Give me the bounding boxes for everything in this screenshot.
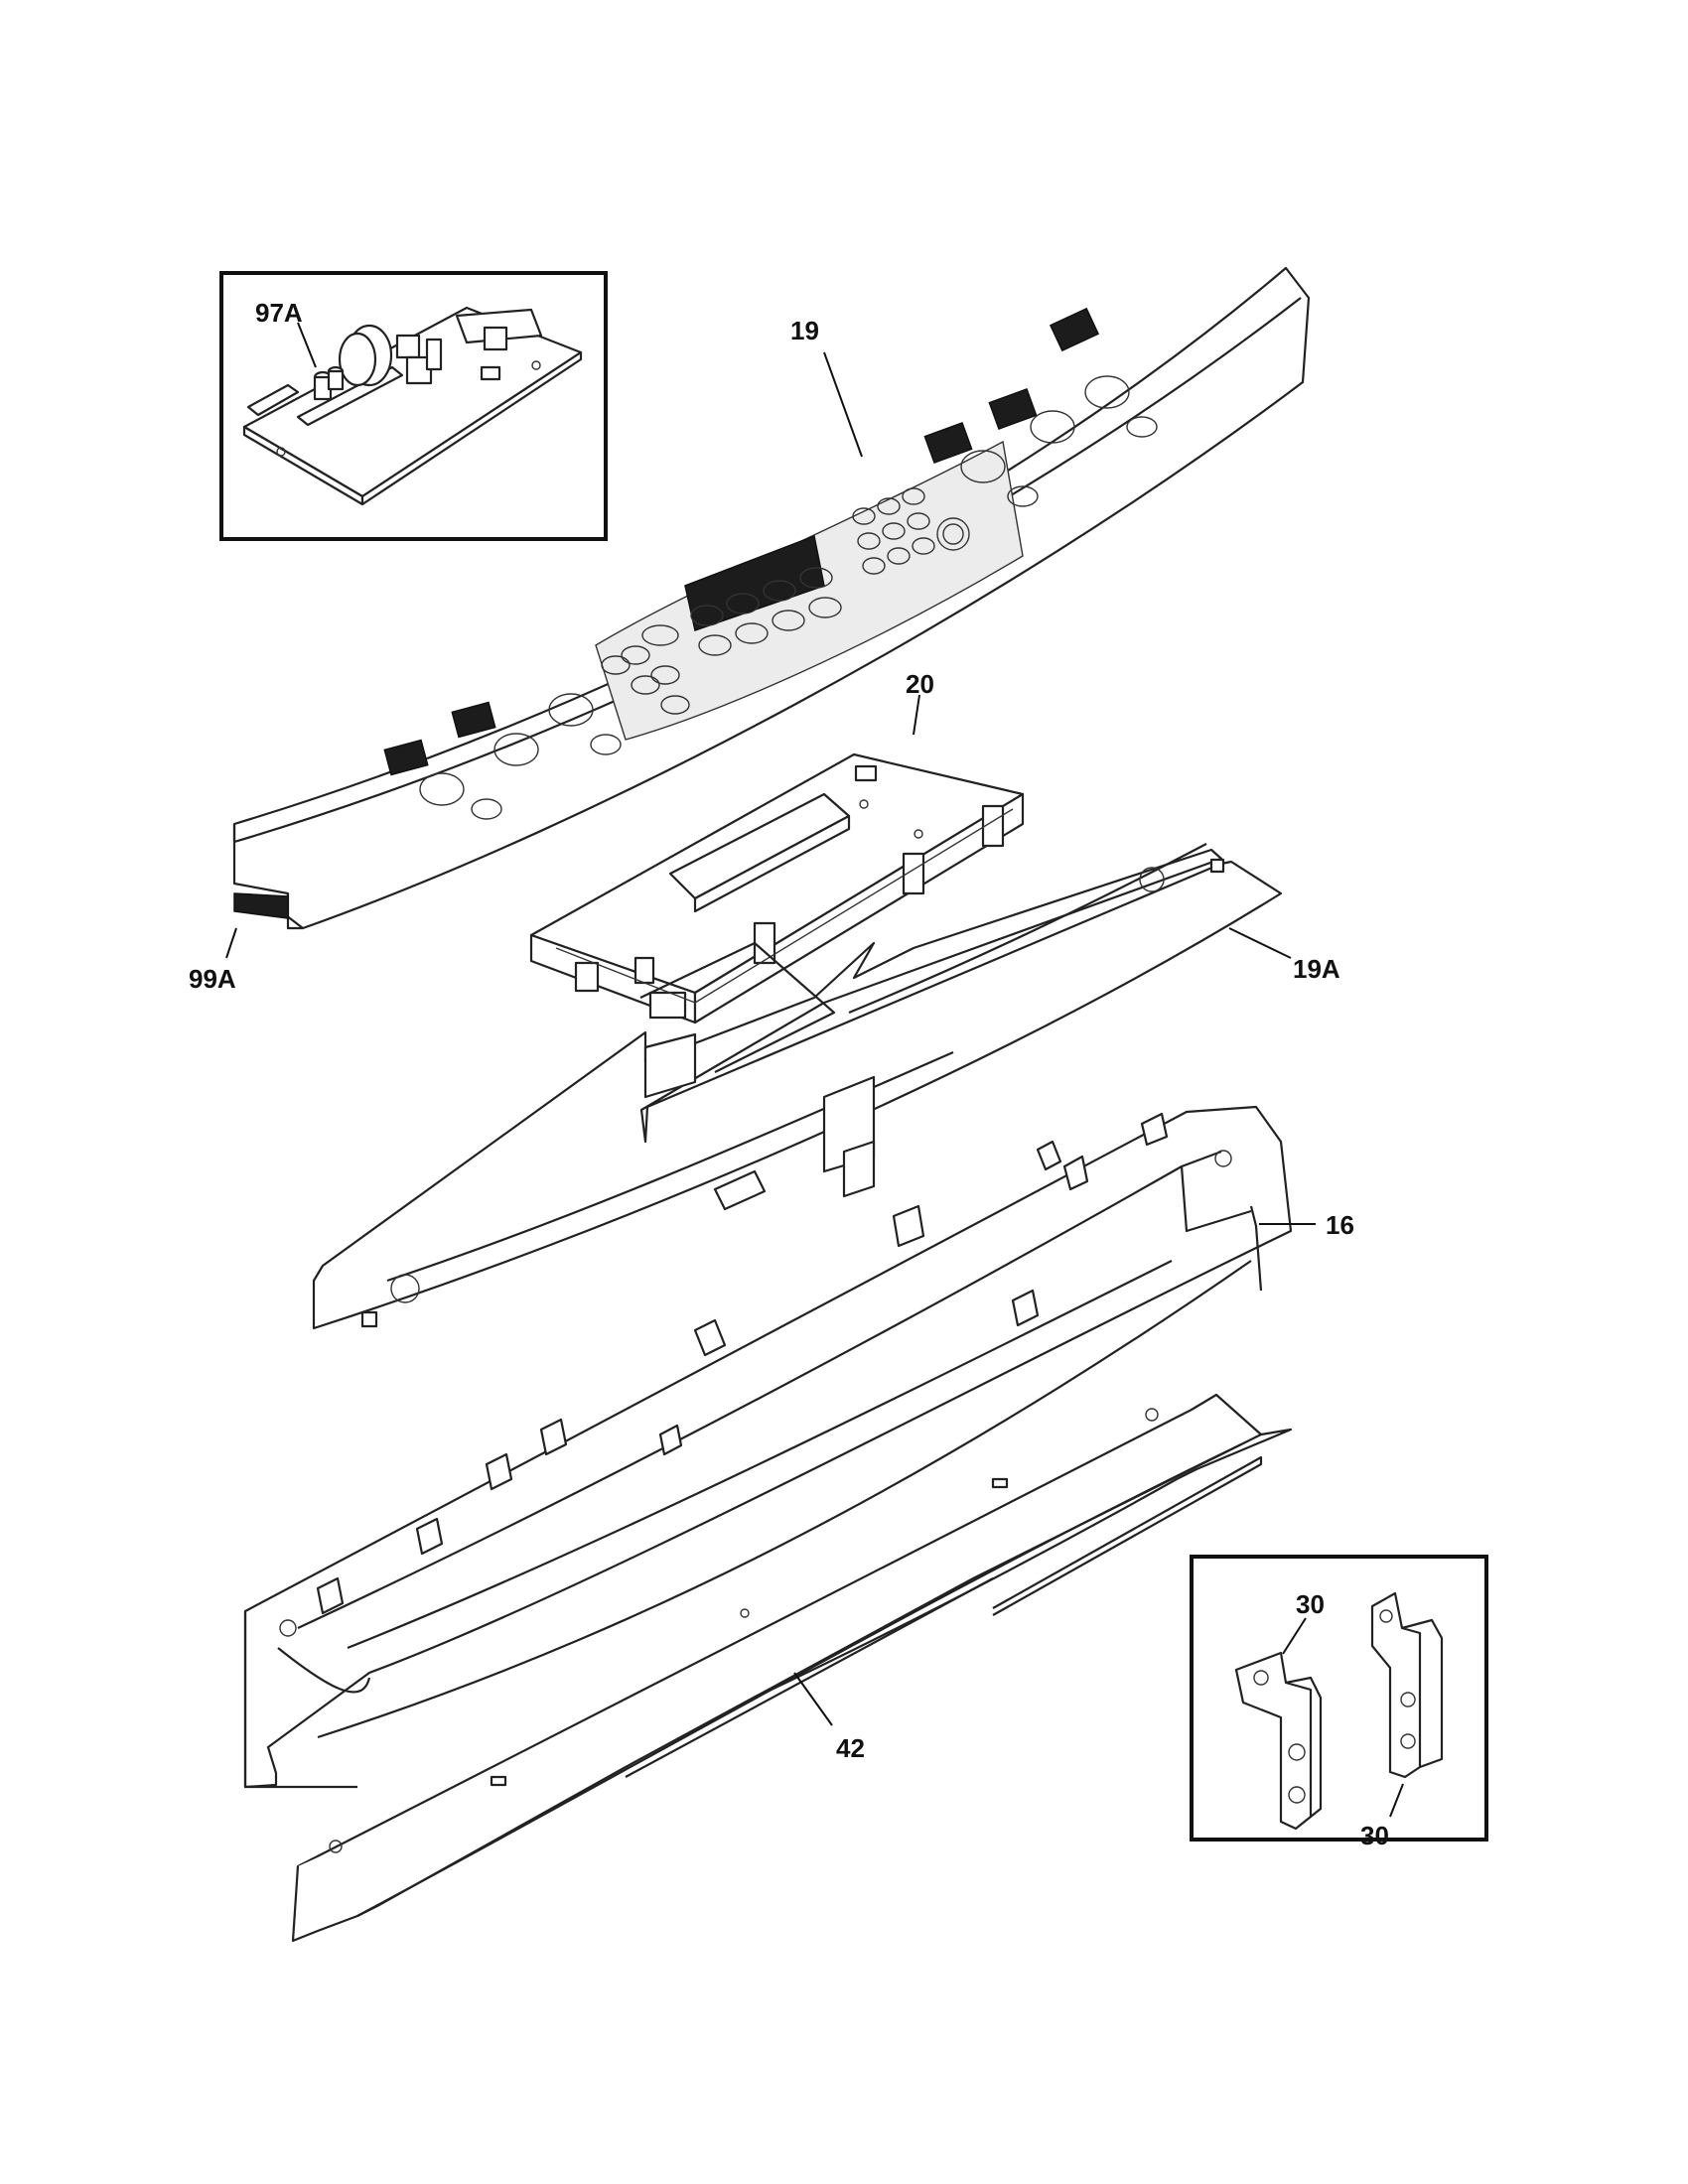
mounting-bracket-icon (1370, 1591, 1444, 1779)
control-module (529, 752, 1025, 1024)
callout-19: 19 (790, 316, 819, 345)
leader-30-left (1282, 1617, 1307, 1655)
housing-right-side (1249, 1205, 1263, 1292)
housing-left-face (243, 1611, 357, 1789)
plate-window (386, 1050, 954, 1283)
ribbon-cable (233, 892, 289, 919)
callout-16: 16 (1326, 1210, 1354, 1240)
callout-99A: 99A (189, 964, 236, 994)
leader-19A (1228, 927, 1292, 959)
inset-frame-bottom-right (1190, 1555, 1488, 1842)
element-display-2 (451, 701, 496, 739)
bar-flange (356, 1443, 1242, 1917)
leader-99A (225, 927, 237, 959)
housing-lower-curve (317, 1260, 1252, 1739)
bar-right-flange (992, 1455, 1263, 1616)
element-display-3 (923, 422, 973, 464)
housing-end-wall (1180, 1165, 1252, 1233)
mounting-bracket-icon (1234, 1651, 1323, 1831)
housing-rim (347, 1260, 1173, 1650)
support-bar (291, 1393, 1293, 1943)
callout-30-right: 30 (1360, 1821, 1389, 1850)
inset-frame-top-left (219, 271, 608, 541)
bar-mid-line (625, 1577, 994, 1778)
element-display-4 (988, 388, 1038, 430)
leader-30-right (1389, 1783, 1404, 1818)
callout-20: 20 (906, 669, 934, 699)
callout-30-left: 30 (1296, 1589, 1325, 1619)
inset-brackets: 30 30 (1190, 1555, 1488, 1850)
element-display-1 (383, 739, 429, 776)
leader-97A (297, 322, 317, 368)
control-panel-overlay (232, 266, 1311, 930)
callout-42: 42 (836, 1733, 865, 1763)
element-display-5 (1049, 307, 1100, 352)
callout-19A: 19A (1293, 954, 1340, 984)
mounting-plate (312, 843, 1283, 1330)
circuit-board-icon (242, 306, 583, 506)
leader-20 (913, 694, 920, 736)
housing-inner-edge (297, 1150, 1222, 1629)
plate-cutout (639, 941, 836, 1073)
control-housing (243, 1105, 1293, 1789)
element-controls (419, 375, 1158, 820)
keypad-buttons (601, 487, 970, 715)
housing-outer (243, 1105, 1293, 1789)
leader-42 (793, 1672, 833, 1726)
housing-corner-detail (277, 1647, 371, 1694)
callout-97A: 97A (255, 298, 303, 328)
plate-inner-edge (848, 843, 1207, 1015)
leader-19 (823, 351, 863, 458)
inset-control-board: 97A (219, 271, 608, 541)
plate-outline (312, 848, 1283, 1330)
